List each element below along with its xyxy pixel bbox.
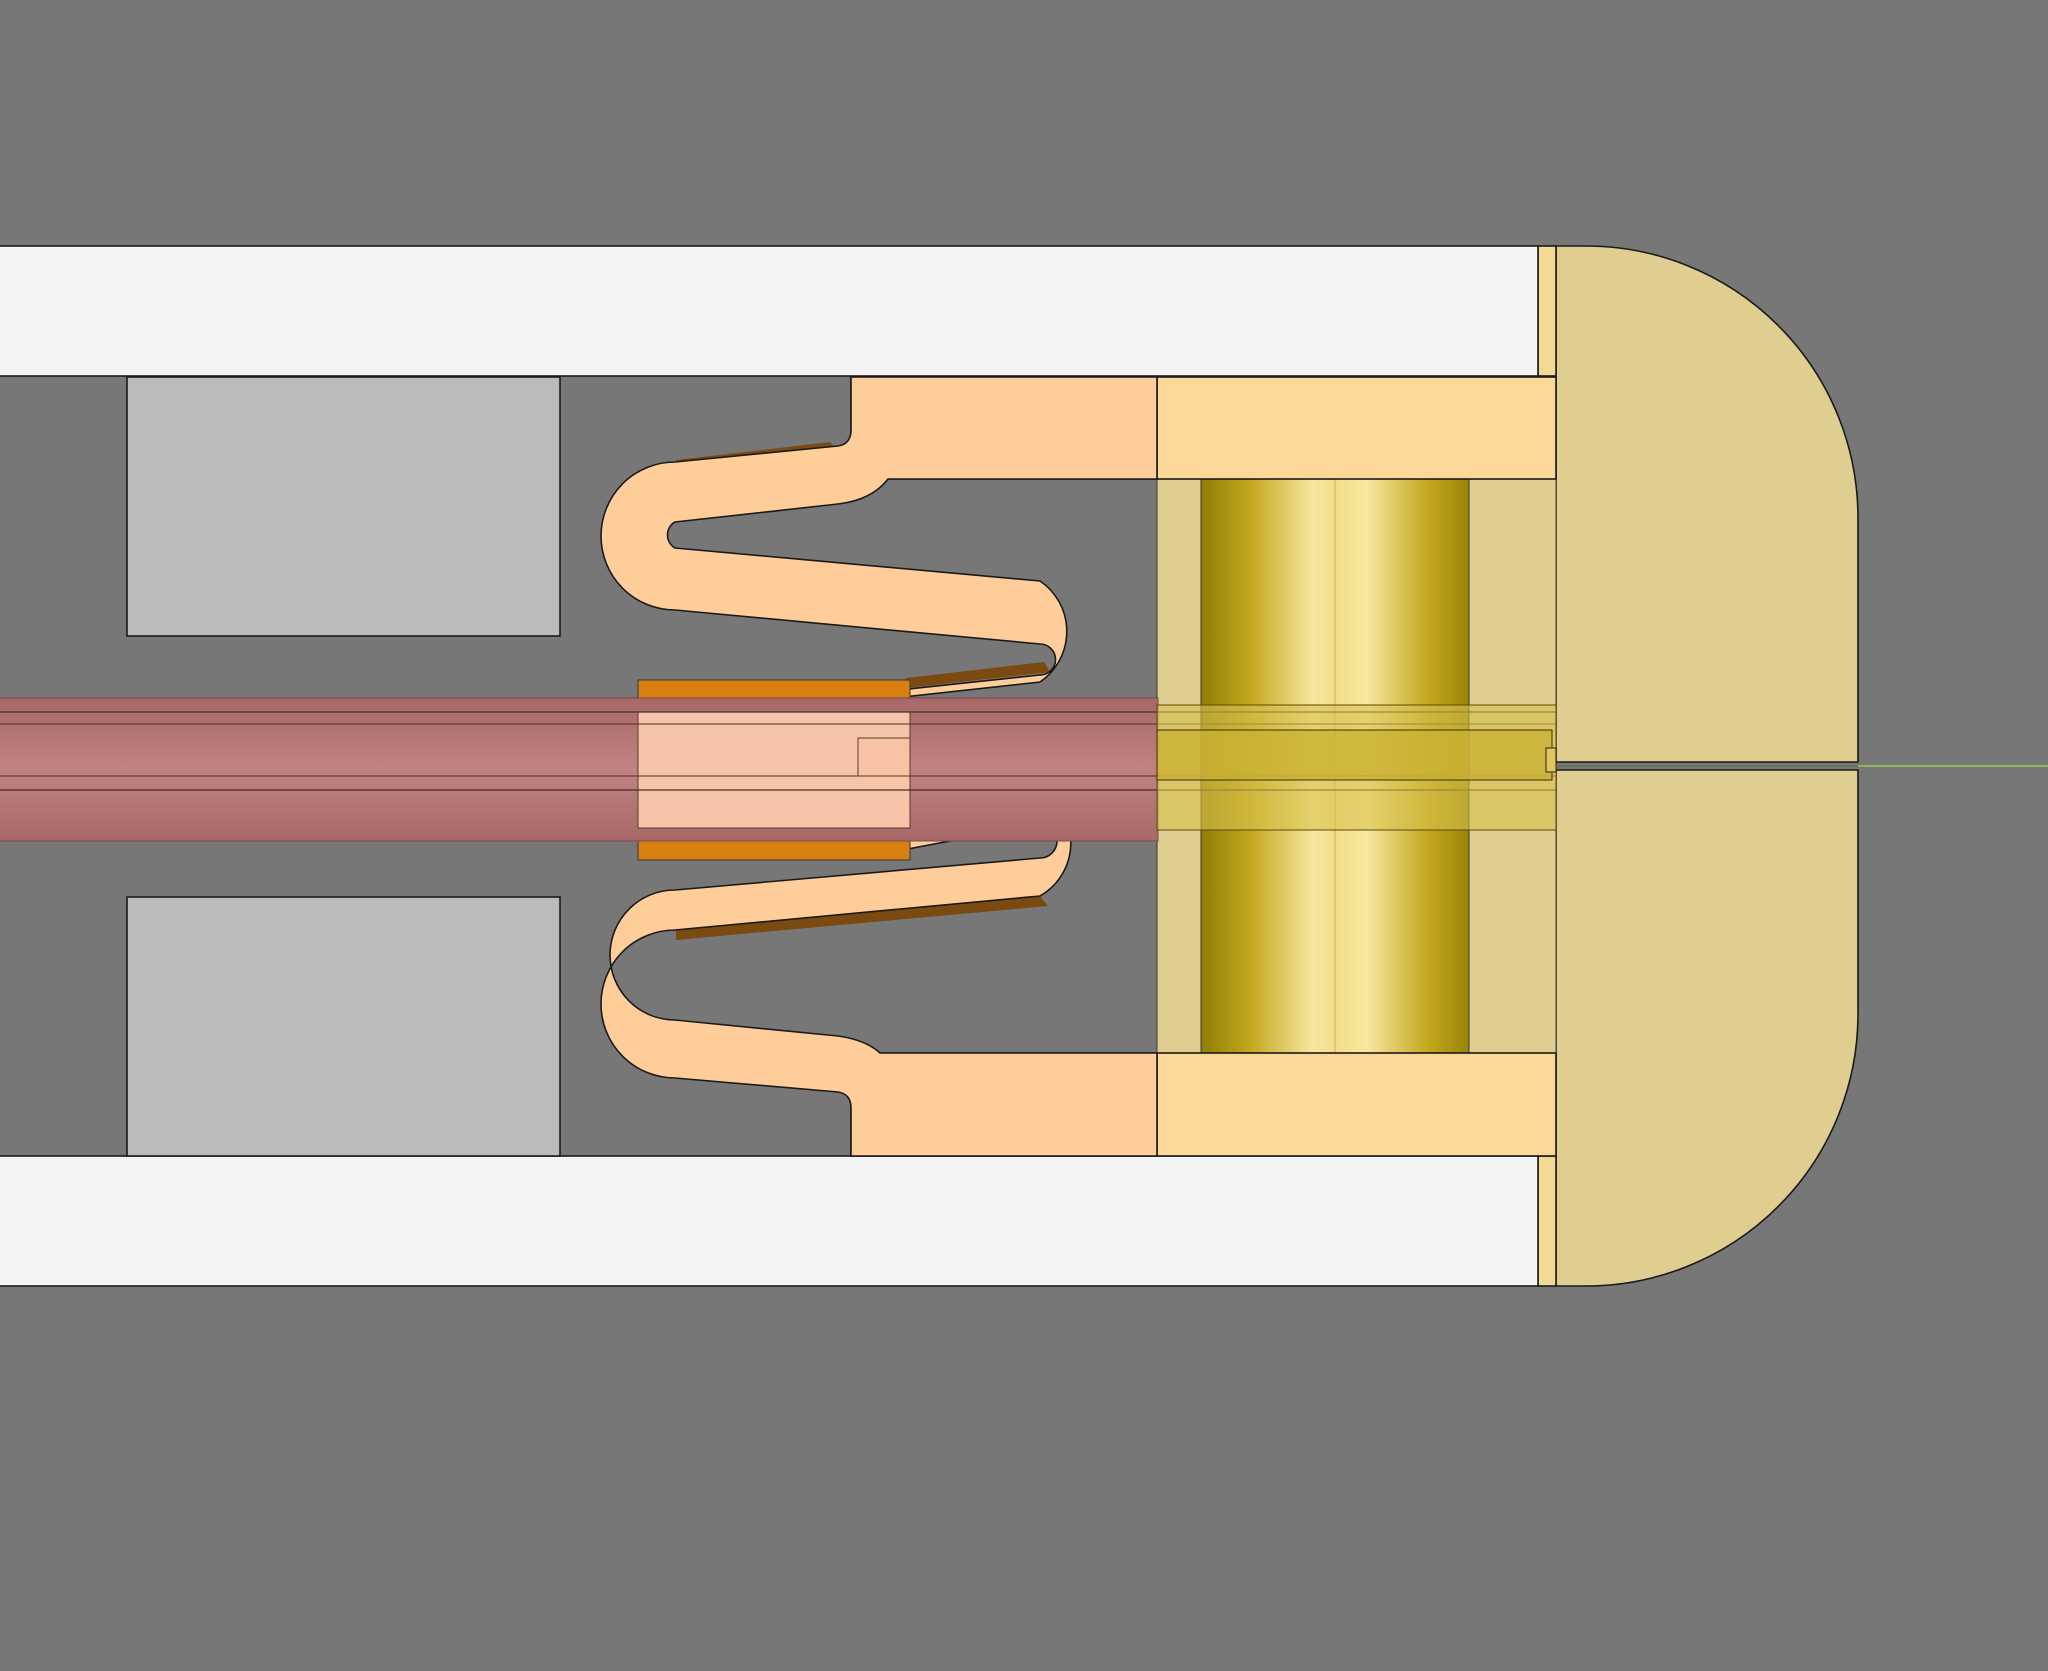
spring-contact-upper <box>600 376 1158 713</box>
end-cap-ring-top <box>1537 245 1557 377</box>
outer-housing-top-wall <box>0 245 1539 377</box>
lower-flange-right <box>1156 1052 1557 1157</box>
upper-block <box>126 376 561 637</box>
outer-housing-bottom-wall <box>0 1155 1539 1287</box>
pin-tip <box>1545 747 1557 773</box>
end-cap <box>1555 245 1859 763</box>
end-cap-lower <box>1555 769 1859 1287</box>
center-conductor <box>0 697 1159 842</box>
conductor-insert-step <box>857 737 911 777</box>
pin-bore-core <box>1156 729 1553 781</box>
end-cap-ring-bottom <box>1537 1155 1557 1287</box>
lower-block <box>126 896 561 1157</box>
upper-flange-right <box>1156 376 1557 480</box>
